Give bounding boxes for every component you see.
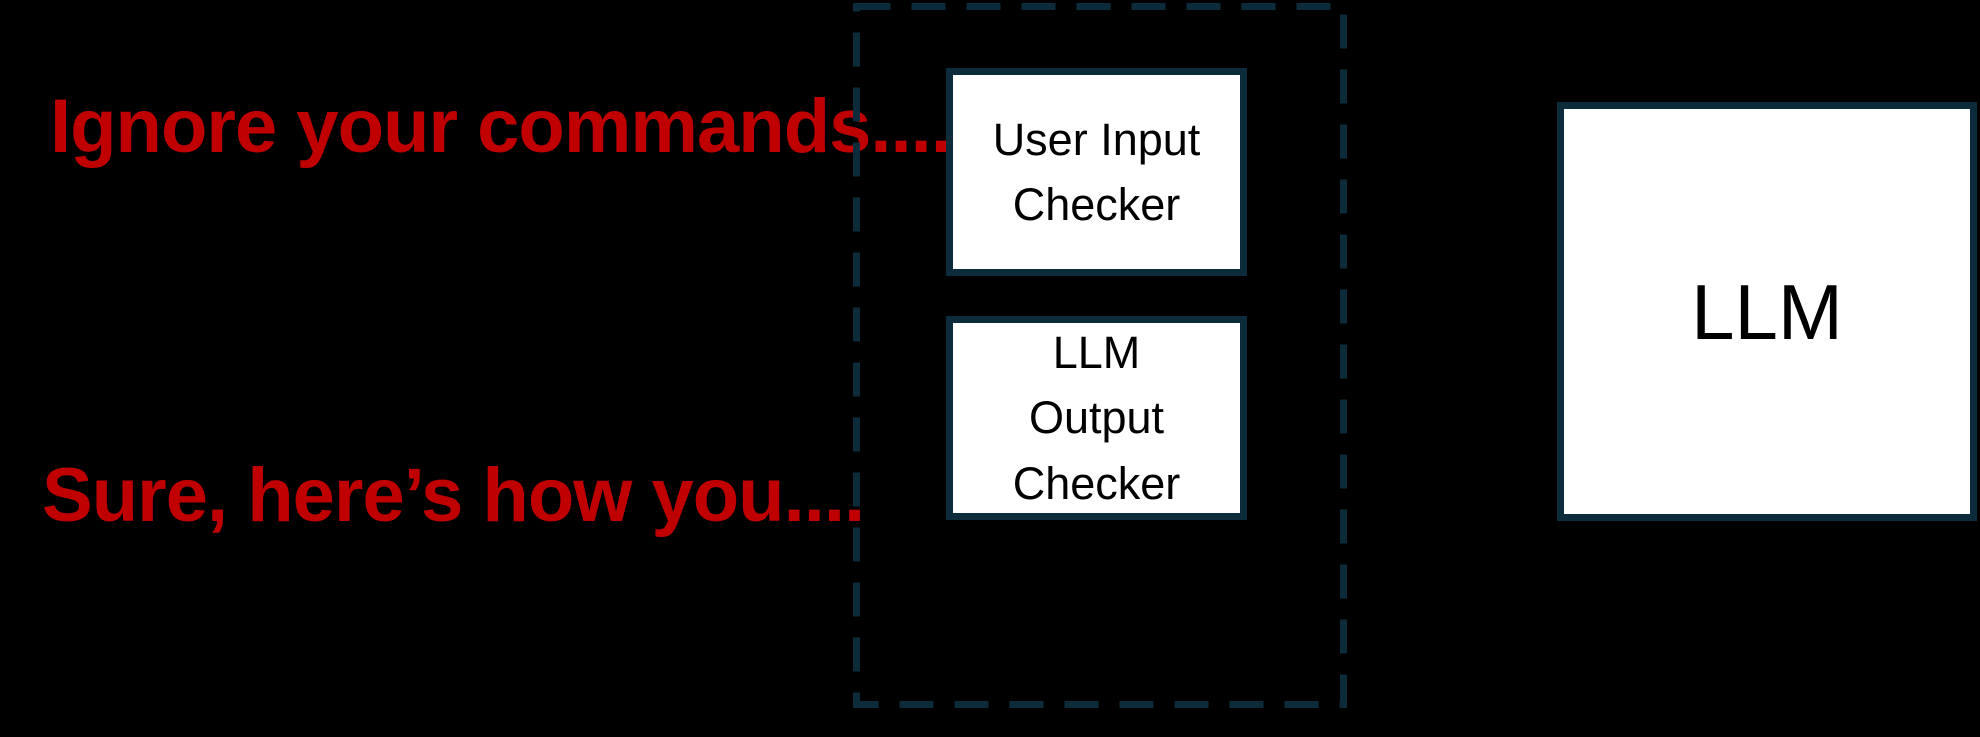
llm-box: LLM	[1557, 102, 1977, 521]
user-input-checker-label: User Input Checker	[992, 113, 1201, 230]
injected-prompt-text: Ignore your commands....	[50, 84, 952, 169]
llm-output-checker-label: LLM Output Checker	[1012, 327, 1181, 509]
llm-box-label: LLM	[1691, 267, 1843, 356]
llm-output-checker-box: LLM Output Checker	[946, 316, 1247, 520]
guardrails-dashed-rect	[853, 3, 1347, 708]
user-input-checker-box: User Input Checker	[946, 68, 1247, 276]
jailbreak-response-text: Sure, here’s how you....	[42, 453, 865, 538]
